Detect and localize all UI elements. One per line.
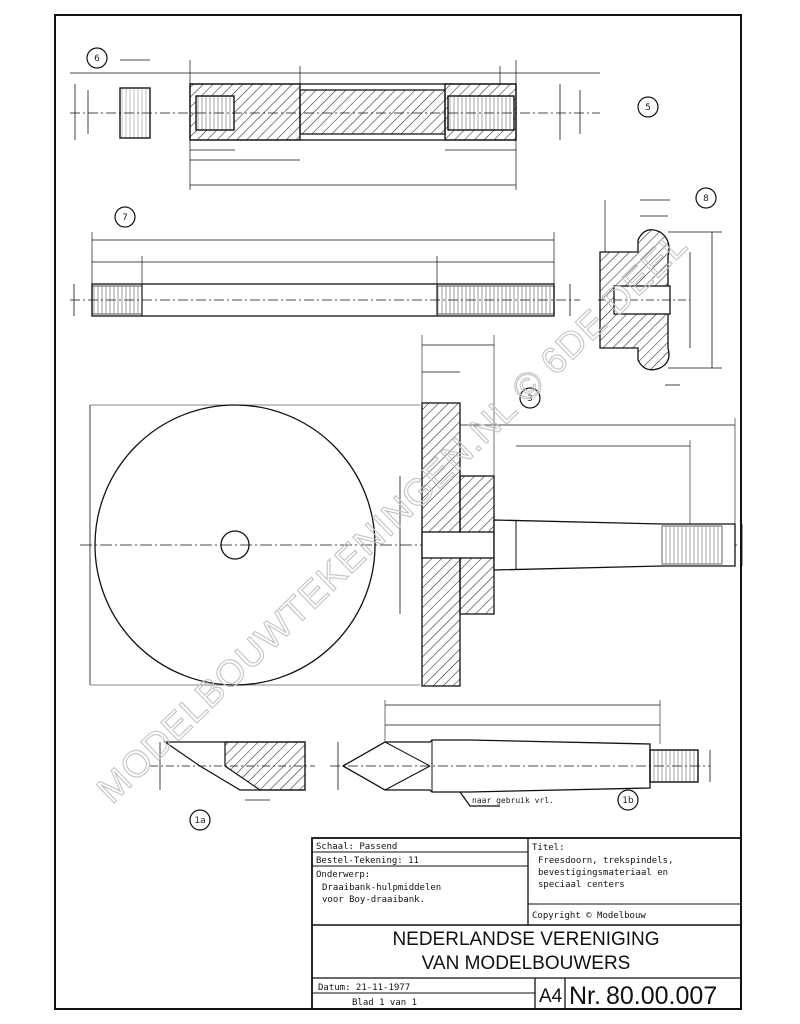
scale-text: Schaal: Passend [316,842,397,852]
organization-line-2: VAN MODELBOUWERS [422,953,631,974]
part-5-number: 5 [645,103,651,113]
part-8-nut [598,199,722,386]
part-1a-callout [189,809,211,831]
sheet-text: Blad 1 van 1 [352,998,417,1008]
part-7-number: 7 [122,213,128,223]
title-label: Titel: [532,843,565,853]
drawing-nr-value: 80.00.007 [606,982,717,1010]
part-1a-center [150,741,315,801]
part-6-callout [86,47,108,69]
part-6-number: 6 [94,54,100,64]
part-3-number: 3 [527,394,533,404]
title-line-2: bevestigingsmateriaal en [538,868,668,878]
title-block [311,837,742,1010]
drawing-nr-label: Nr. [569,982,601,1010]
part-1b-callout [617,789,639,811]
part-7-callout [114,206,136,228]
subject-label: Onderwerp: [316,870,370,880]
date-text: Datum: 21-11-1977 [318,983,410,993]
part-8-number: 8 [703,194,709,204]
part-3-callout [519,387,541,409]
part-3-faceplate [80,335,743,687]
note-label: naar gebruik vrl. [472,796,554,805]
part-7-rod [70,232,580,317]
part-1b-number: 1b [622,796,634,806]
drawing-number-text: Bestel-Tekening: 11 [316,856,419,866]
part-1a-number: 1a [194,816,205,826]
part-5-callout [637,96,659,118]
organization-line-1: NEDERLANDSE VERENIGING [392,929,659,950]
subject-line-2: voor Boy-draaibank. [322,895,425,905]
part-6-5-spindle [70,59,600,190]
copyright-text: Copyright © Modelbouw [532,911,646,921]
part-8-callout [695,187,717,209]
paper-format: A4 [539,986,563,1007]
subject-line-1: Draaibank-hulpmiddelen [322,883,441,893]
part-1b-dead-center [330,700,711,807]
title-line-3: speciaal centers [538,880,625,890]
title-line-1: Freesdoorn, trekspindels, [538,856,673,866]
